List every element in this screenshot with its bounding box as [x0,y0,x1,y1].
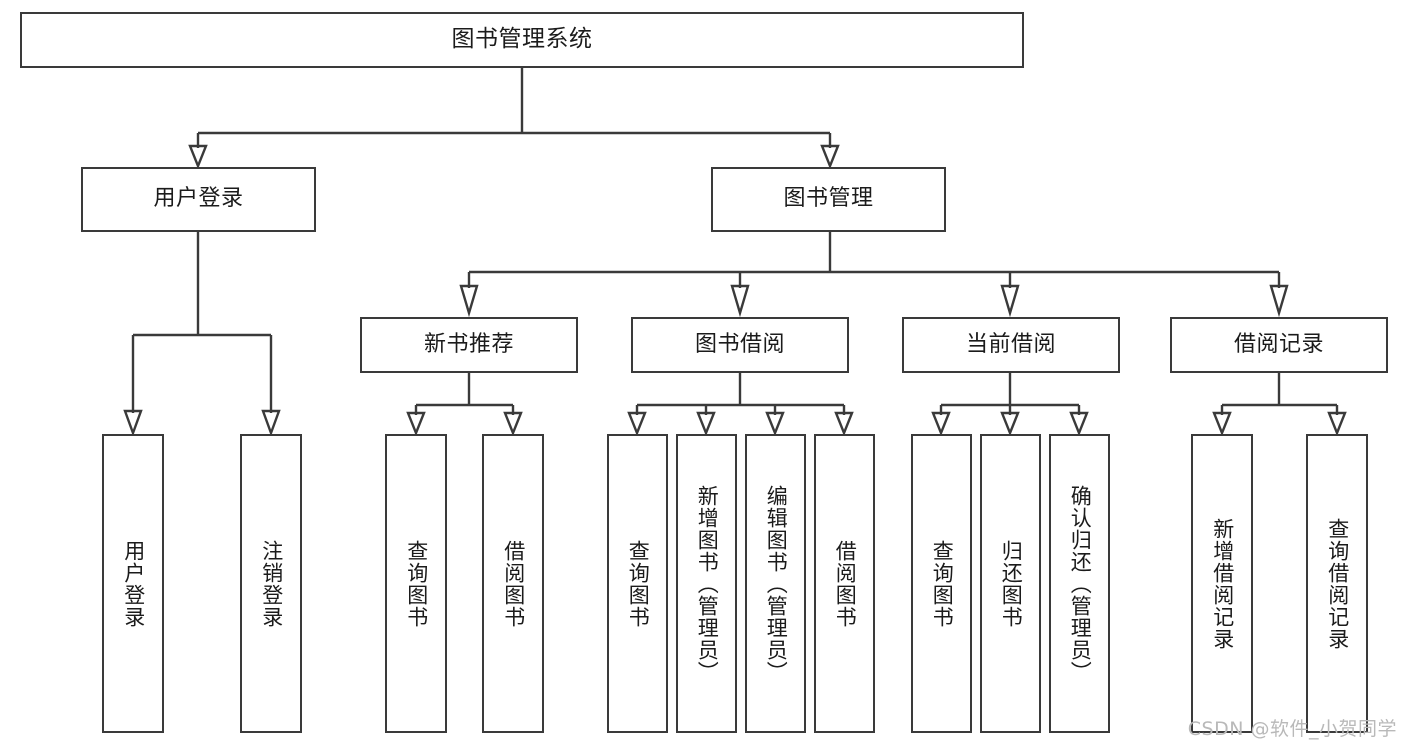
node-book-management[interactable]: 图书管理 [711,167,946,232]
node-label: 查询图书 [626,539,651,628]
leaf-query-borrow-record[interactable]: 查询借阅记录 [1306,434,1368,733]
arrow-head [627,411,647,437]
leaf-logout[interactable]: 注销登录 [240,434,302,733]
leaf-user-login[interactable]: 用户登录 [102,434,164,733]
node-label: 确认归还（管理员） [1068,484,1093,683]
arrow-head [459,284,479,318]
leaf-borrow-book-newbook[interactable]: 借阅图书 [482,434,544,733]
arrow-head [123,409,143,437]
leaf-add-borrow-record[interactable]: 新增借阅记录 [1191,434,1253,733]
watermark-text: CSDN @软件_小贺同学 [1187,718,1397,740]
node-label: 借阅图书 [833,539,858,628]
node-label: 图书管理 [783,186,874,212]
node-label: 当前借阅 [965,331,1056,357]
node-new-book-recommend[interactable]: 新书推荐 [360,317,578,373]
arrow-head [188,144,208,170]
leaf-borrow-book[interactable]: 借阅图书 [814,434,875,733]
node-user-login[interactable]: 用户登录 [81,167,316,232]
node-label: 查询图书 [404,539,429,628]
node-root-system[interactable]: 图书管理系统 [20,12,1024,68]
arrow-head [1212,411,1232,437]
leaf-edit-book-admin[interactable]: 编辑图书（管理员） [745,434,806,733]
arrow-head [1327,411,1347,437]
arrow-head [503,411,523,437]
node-current-borrow[interactable]: 当前借阅 [902,317,1120,373]
arrow-head [261,409,281,437]
node-label: 注销登录 [259,539,284,628]
arrow-head [765,411,785,437]
node-label: 新增图书（管理员） [695,484,720,683]
node-label: 图书管理系统 [451,26,593,53]
arrow-head [1269,284,1289,318]
node-label: 用户登录 [153,186,244,212]
leaf-add-book-admin[interactable]: 新增图书（管理员） [676,434,737,733]
node-label: 新书推荐 [423,331,514,357]
node-label: 用户登录 [121,539,146,628]
arrow-head [1069,411,1089,437]
arrow-head [696,411,716,437]
node-label: 查询借阅记录 [1325,517,1350,650]
leaf-query-book-current[interactable]: 查询图书 [911,434,972,733]
arrow-head [931,411,951,437]
node-label: 归还图书 [999,539,1024,628]
arrow-head [820,144,840,170]
arrow-head [406,411,426,437]
node-label: 查询图书 [930,539,955,628]
node-book-borrow[interactable]: 图书借阅 [631,317,849,373]
node-label: 图书借阅 [694,331,785,357]
node-label: 新增借阅记录 [1210,517,1235,650]
arrow-head [1000,411,1020,437]
node-label: 借阅图书 [501,539,526,628]
node-borrow-record[interactable]: 借阅记录 [1170,317,1388,373]
node-label: 借阅记录 [1233,331,1324,357]
arrow-head [730,284,750,318]
node-label: 编辑图书（管理员） [764,484,789,683]
leaf-confirm-return-admin[interactable]: 确认归还（管理员） [1049,434,1110,733]
leaf-return-book[interactable]: 归还图书 [980,434,1041,733]
leaf-query-book-newbook[interactable]: 查询图书 [385,434,447,733]
arrow-head [834,411,854,437]
leaf-query-book-borrow[interactable]: 查询图书 [607,434,668,733]
arrow-head [1000,284,1020,318]
